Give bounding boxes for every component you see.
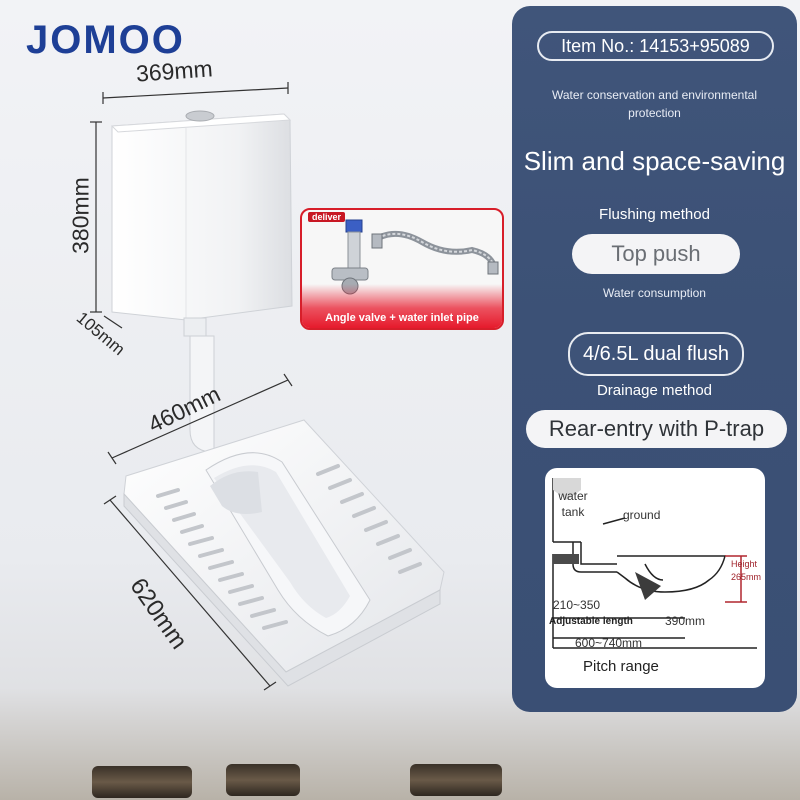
drainage-method-value: Rear-entry with P-trap	[526, 410, 787, 448]
diagram-height-label: Height	[731, 559, 758, 569]
diagram-adjustable-length: Adjustable length	[549, 616, 633, 627]
inset-red-glow	[302, 284, 502, 328]
product-drawing	[90, 82, 445, 691]
water-tank-body	[110, 110, 293, 321]
water-consumption-label: Water consumption	[603, 286, 706, 300]
tagline: Water conservation and environmental pro…	[552, 88, 757, 120]
diagram-range-short: 210~350	[553, 598, 601, 612]
brand-logo: JOMOO	[26, 18, 185, 62]
flushing-method-label: Flushing method	[599, 206, 710, 223]
diagram-390mm: 390mm	[665, 614, 706, 628]
drainage-method-label: Drainage method	[596, 382, 713, 399]
diagram-height-value: 265mm	[731, 572, 762, 582]
accessory-inset: deliver Angle valve + water inlet pipe	[300, 208, 504, 330]
diagram-pitch-label: Pitch range	[583, 658, 659, 675]
diagram-ground: ground	[623, 508, 661, 522]
deliver-tag: deliver	[308, 212, 346, 222]
product-illustration: 369mm 380mm 105mm 460mm 620mm	[0, 55, 510, 720]
accessory-caption: Angle valve + water inlet pipe	[325, 312, 479, 324]
item-number: Item No.: 14153+95089	[537, 31, 774, 61]
squat-pan	[123, 419, 445, 687]
diagram-pitch-span: 600~740mm	[575, 636, 643, 650]
spec-panel: Item No.: 14153+95089 Water conservation…	[512, 6, 797, 712]
p-trap-diagram-icon	[552, 478, 757, 649]
diagram-water-tank: water tank	[558, 489, 588, 519]
dim-line-pan-length	[103, 495, 277, 691]
flush-pipe	[183, 317, 215, 453]
diagram-height: Height 265mm	[731, 558, 765, 584]
dim-line-tank-height	[90, 121, 102, 313]
water-consumption-value: 4/6.5L dual flush	[568, 332, 744, 376]
installation-diagram: water tank ground Height 265mm 210~350 A…	[545, 468, 765, 688]
flushing-method-value: Top push	[572, 234, 740, 274]
floor-vent-right	[410, 764, 502, 796]
bottom-background-strip	[0, 740, 800, 800]
headline: Slim and space-saving	[523, 146, 786, 176]
dim-tank-width: 369mm	[135, 55, 214, 87]
dim-line-pan-width	[107, 373, 293, 465]
floor-vent-center	[226, 764, 300, 796]
dim-line-tank-width	[102, 82, 289, 104]
dim-line-tank-depth	[103, 315, 123, 329]
top-push-button-icon	[185, 110, 215, 122]
floor-vent-left	[92, 766, 192, 798]
dim-tank-height: 380mm	[67, 177, 94, 254]
